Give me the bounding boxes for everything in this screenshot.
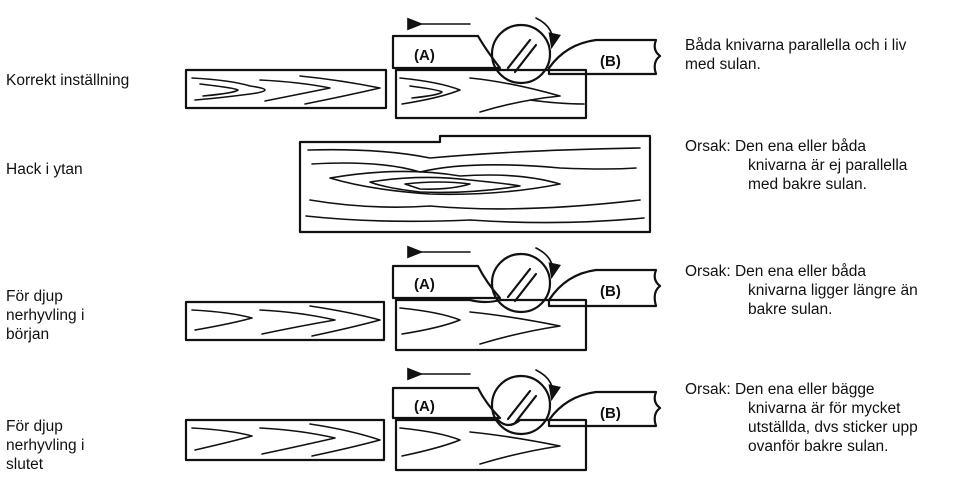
board-left — [184, 300, 386, 342]
outfeed-table-b: (B) — [547, 38, 662, 76]
note-line: Båda knivarna parallella och i liv — [685, 37, 907, 54]
figure-notched-board — [298, 134, 652, 234]
note-deep-cut-end: Orsak: Den ena eller bägge knivarna är f… — [685, 380, 963, 456]
label-line: För djup — [6, 288, 63, 305]
board-left — [184, 68, 388, 110]
label-line: nerhyvling i — [6, 307, 85, 324]
knife-a-label: (A) — [414, 47, 435, 64]
board-right — [394, 298, 588, 352]
note-line: med sulan. — [685, 56, 761, 73]
board-right — [394, 68, 588, 120]
infeed-table-a: (A) — [391, 386, 502, 420]
label-line: nerhyvling i — [6, 437, 85, 454]
board-right — [394, 418, 588, 472]
label-deep-cut-end: För djup nerhyvling i slutet — [6, 417, 84, 474]
knife-b-label: (B) — [600, 405, 621, 422]
figure-deep-cut-start: (A) (B) — [184, 245, 662, 352]
label-line: För djup — [6, 418, 63, 435]
note-correct-setting: Båda knivarna parallella och i liv med s… — [685, 36, 963, 74]
note-line: bakre sulan. — [748, 301, 833, 318]
note-line: utställda, dvs sticker upp — [748, 419, 918, 436]
figure-deep-cut-end: (A) (B) — [184, 367, 662, 472]
label-line: Hack i ytan — [6, 161, 83, 178]
note-line: knivarna är ej parallella — [748, 157, 908, 174]
note-line: Orsak: Den ena eller båda — [685, 263, 866, 280]
outfeed-table-b: (B) — [547, 390, 662, 428]
note-line: Orsak: Den ena eller båda — [685, 138, 866, 155]
cutter-head — [490, 247, 562, 314]
knife-a-label: (A) — [414, 398, 435, 415]
cutter-head — [490, 369, 562, 436]
label-notch-in-surface: Hack i ytan — [6, 160, 83, 179]
label-line: början — [6, 326, 50, 343]
knife-a-label: (A) — [414, 276, 435, 293]
label-line: slutet — [6, 456, 44, 473]
outfeed-table-b: (B) — [547, 268, 662, 308]
board-left — [184, 418, 386, 462]
cutter-head — [490, 17, 562, 85]
note-line: ovanför bakre sulan. — [748, 438, 889, 455]
infeed-table-a: (A) — [391, 34, 502, 70]
note-line: knivarna ligger längre än — [748, 282, 918, 299]
note-notch-in-surface: Orsak: Den ena eller båda knivarna är ej… — [685, 137, 963, 194]
note-line: med bakre sulan. — [748, 176, 867, 193]
label-correct-setting: Korrekt inställning — [6, 71, 129, 90]
knife-b-label: (B) — [600, 53, 621, 70]
note-line: knivarna är för mycket — [748, 400, 901, 417]
label-deep-cut-start: För djup nerhyvling i början — [6, 287, 84, 344]
knife-b-label: (B) — [600, 283, 621, 300]
note-deep-cut-start: Orsak: Den ena eller båda knivarna ligge… — [685, 262, 963, 319]
rotation-arrow-icon — [535, 369, 562, 402]
note-line: Orsak: Den ena eller bägge — [685, 381, 875, 398]
rotation-arrow-icon — [535, 17, 562, 50]
rotation-arrow-icon — [535, 247, 562, 280]
infeed-table-a: (A) — [391, 264, 502, 300]
label-line: Korrekt inställning — [6, 72, 130, 89]
figure-correct-setting: (A) (B) — [184, 17, 662, 120]
